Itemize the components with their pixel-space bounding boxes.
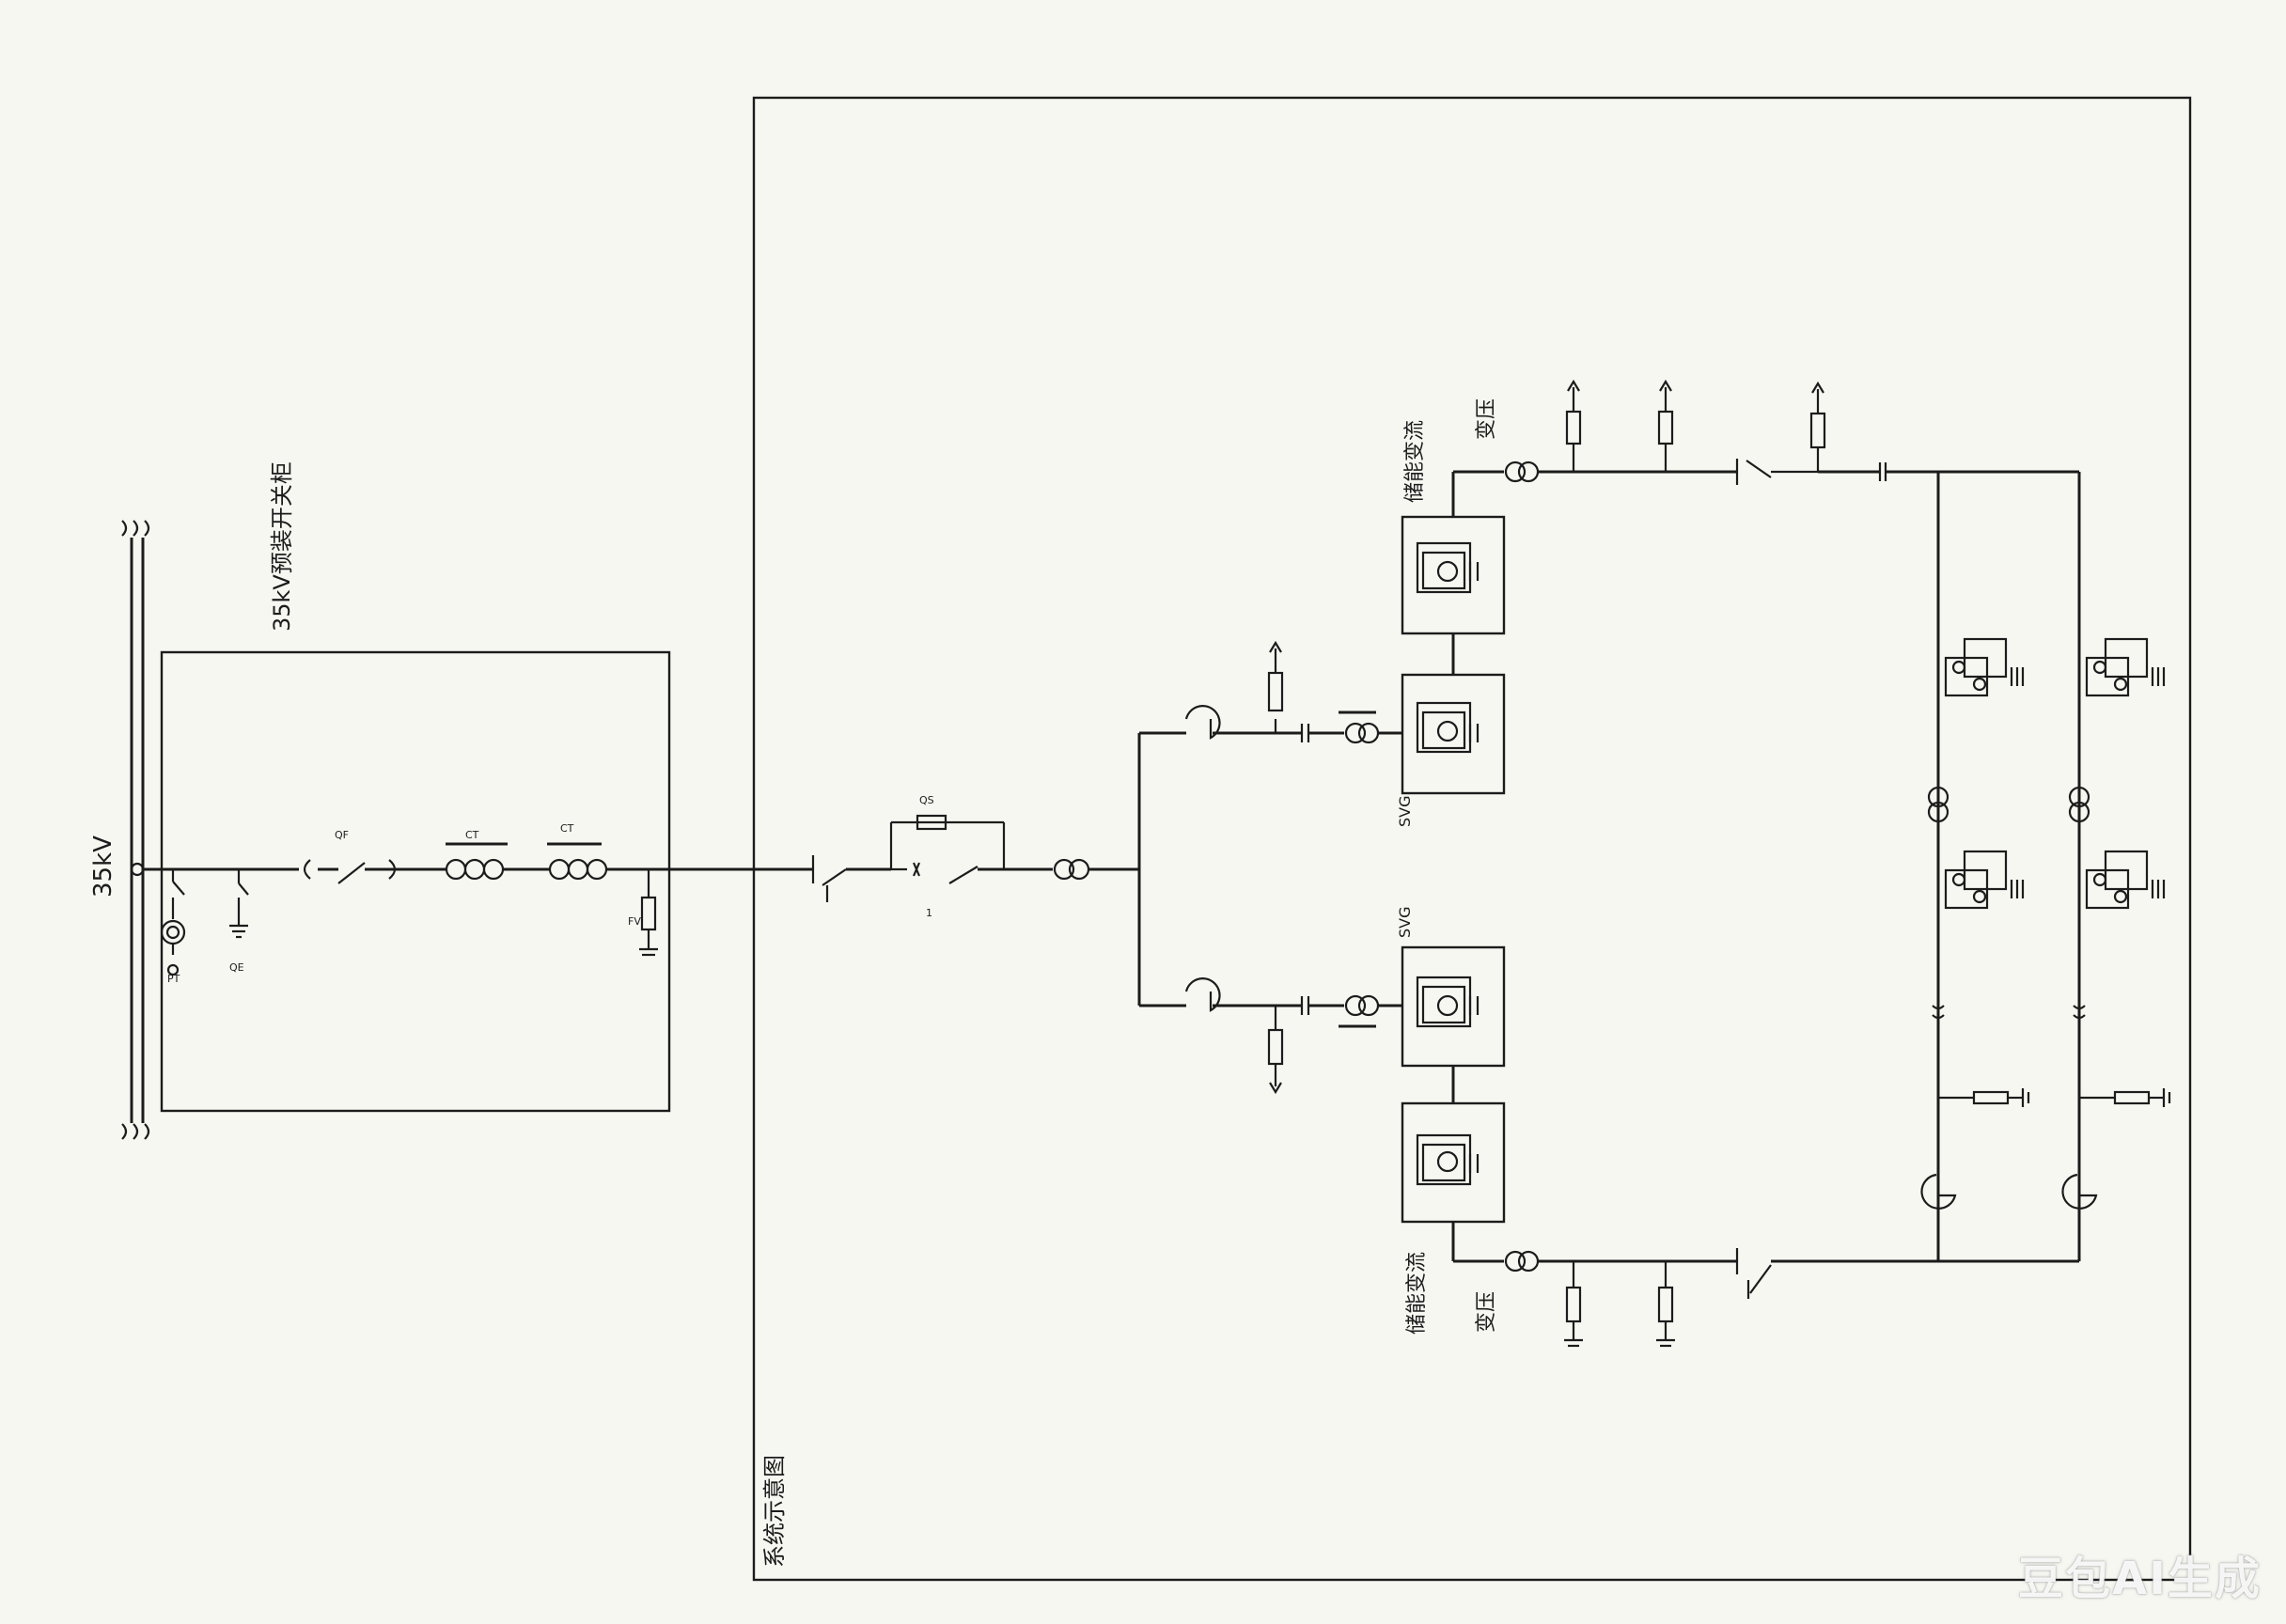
upper-branch	[1139, 379, 2079, 795]
ct-label-1: CT	[465, 829, 479, 841]
switchgear-title: 35kV预装开关柜	[269, 461, 295, 632]
disconnector-label: QS	[919, 794, 934, 806]
earth-label: QE	[229, 961, 244, 974]
incoming-bay	[752, 733, 1141, 1006]
lower-unit-label: 储能变流	[1405, 1252, 1429, 1335]
system-frame	[752, 96, 2192, 1582]
pt-label: PT	[167, 973, 180, 985]
lower-branch	[1139, 945, 2079, 1348]
system-title: 系统示意图	[761, 1455, 788, 1568]
ct-label-2: CT	[560, 822, 574, 835]
watermark: 豆包AI生成	[2017, 1553, 2262, 1605]
right-column-a	[1920, 472, 2030, 1261]
arrester-label: FV	[628, 915, 641, 928]
lower-unit-sublabel: 变压	[1475, 1291, 1498, 1333]
lower-svg-label: SVG	[1396, 907, 1414, 939]
current-label: 1	[926, 907, 932, 919]
right-column-b	[2061, 472, 2171, 1261]
breaker-label: QF	[335, 829, 349, 841]
feeder-line	[130, 842, 752, 976]
upper-unit-label: 储能变流	[1403, 420, 1427, 503]
switchgear-cabinet	[160, 650, 671, 1113]
upper-unit-sublabel: 变压	[1475, 398, 1498, 440]
busbar-35kv	[121, 520, 150, 1140]
busbar-voltage-label: 35kV	[89, 835, 117, 898]
upper-svg-label: SVG	[1396, 796, 1414, 828]
